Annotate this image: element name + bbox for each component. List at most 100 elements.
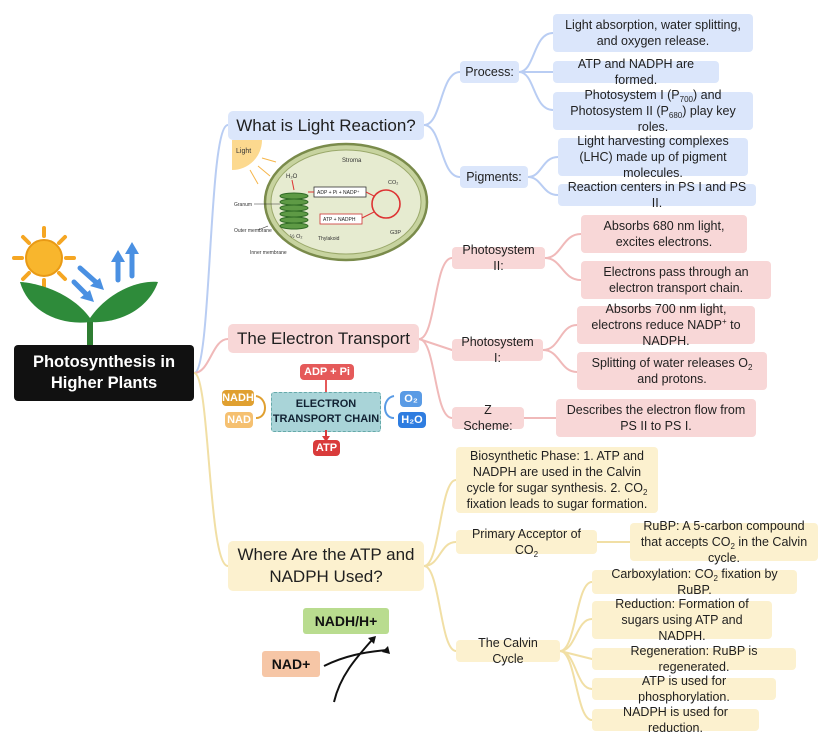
etc-line1: ELECTRON	[295, 398, 357, 410]
photosystem-ii-item-1-text: Absorbs 680 nm light, excites electrons.	[603, 219, 725, 249]
photosystem-i-label-text: Photosystem I:	[461, 335, 534, 365]
light-source-icon	[232, 140, 262, 170]
chloroplast-inner-label: Inner membrane	[250, 250, 287, 256]
calvin-cycle-label[interactable]: The Calvin Cycle	[456, 636, 560, 666]
reduction-item-text: Reduction: Formation of sugars using ATP…	[615, 597, 749, 643]
z-scheme-label-text: Z Scheme:	[463, 403, 513, 433]
process-item-1-text: Light absorption, water splitting, and o…	[565, 18, 741, 48]
calvin-cycle-icon	[371, 189, 401, 219]
biosynthetic-b: fixation leads to sugar formation.	[466, 497, 648, 511]
rubp-item[interactable]: RuBP: A 5-carbon compound that accepts C…	[630, 519, 818, 565]
branch-electron-transport-title: The Electron Transport	[237, 328, 410, 348]
etc-arrows-icon	[255, 380, 395, 442]
z-scheme-label[interactable]: Z Scheme:	[452, 403, 524, 433]
pigments-item-1[interactable]: Light harvesting complexes (LHC) made up…	[558, 134, 748, 180]
chloroplast-thylakoid-label: Thylakoid	[318, 236, 340, 242]
etc-nadh-pill: NADH	[222, 390, 254, 406]
pigments-item-2-text: Reaction centers in PS I and PS II.	[567, 180, 747, 210]
root-title-line1: Photosynthesis in	[32, 353, 176, 371]
root-title-line2: Higher Plants	[50, 374, 158, 392]
chloroplast-diagram: Light Stroma H₂O ADP + Pi + NADP⁺ ATP + …	[232, 140, 429, 262]
chloroplast-g3p-label: G3P	[390, 230, 401, 236]
ps1-item1-sup: +	[722, 316, 727, 326]
chloroplast-stroma-label: Stroma	[342, 158, 362, 164]
primary-acceptor-a: Primary Acceptor of CO	[471, 527, 582, 557]
ps1-item2-a: Splitting of water releases O	[591, 356, 748, 370]
photosystem-i-item-1[interactable]: Absorbs 700 nm light, electrons reduce N…	[577, 302, 755, 348]
sun-icon	[12, 226, 76, 290]
chloroplast-light-label: Light	[236, 148, 251, 155]
granum-stack-icon	[279, 192, 309, 230]
process-label[interactable]: Process:	[460, 61, 519, 83]
nad-plus-battery: NAD+	[262, 651, 320, 677]
chloroplast-atp-label: ATP + NADPH	[323, 217, 356, 223]
process-item-2-text: ATP and NADPH are formed.	[577, 57, 695, 87]
biosynthetic-a: Biosynthetic Phase: 1. ATP and NADPH are…	[466, 449, 644, 495]
rubp-a: RuBP: A 5-carbon compound that accepts C…	[640, 519, 805, 549]
nadph-reduction-item-text: NADPH is used for reduction.	[623, 705, 728, 735]
process-label-text: Process:	[465, 65, 514, 79]
branch-electron-transport[interactable]: The Electron Transport	[228, 324, 419, 353]
regeneration-item-text: Regeneration: RuBP is regenerated.	[630, 644, 758, 674]
photosystem-ii-item-2[interactable]: Electrons pass through an electron trans…	[581, 261, 771, 299]
calvin-cycle-label-text: The Calvin Cycle	[478, 636, 538, 666]
process-item-2[interactable]: ATP and NADPH are formed.	[553, 57, 719, 87]
photosystem-ii-item-2-text: Electrons pass through an electron trans…	[603, 265, 749, 295]
carboxylation-a: Carboxylation: CO	[611, 567, 714, 581]
photosystem-i-label[interactable]: Photosystem I:	[452, 335, 543, 365]
chloroplast-adp-label: ADP + Pi + NADP⁺	[317, 190, 360, 196]
rubp-b: in the Calvin cycle.	[708, 535, 808, 565]
etc-o2-pill: O₂	[400, 391, 422, 407]
carboxylation-item[interactable]: Carboxylation: CO2 fixation by RuBP.	[592, 567, 797, 597]
process-item-1[interactable]: Light absorption, water splitting, and o…	[553, 14, 753, 52]
pigments-label-text: Pigments:	[466, 170, 522, 184]
ps-item-line2b: ) play key roles.	[637, 104, 736, 134]
rubp-sub: 2	[730, 542, 735, 551]
phosphorylation-item-text: ATP is used for phosphorylation.	[638, 674, 730, 704]
etc-adp-pi-pill: ADP + Pi	[300, 364, 354, 380]
process-item-3[interactable]: Photosystem I (P700) and Photosystem II …	[553, 88, 753, 134]
nadh-h-battery: NADH/H+	[303, 608, 389, 634]
chloroplast-co2-label: CO₂	[388, 180, 398, 186]
photosystem-ii-label[interactable]: Photosystem II:	[452, 243, 545, 273]
chloroplast-o2-label: ½ O₂	[290, 233, 303, 240]
etc-nad-pill: NAD	[225, 412, 253, 428]
etc-atp-pill: ATP	[313, 440, 340, 456]
chloroplast-outer-label: Outer membrane	[234, 228, 272, 234]
photosystem-ii-item-1[interactable]: Absorbs 680 nm light, excites electrons.	[581, 215, 747, 253]
ps-item-line1a: Photosystem I (P	[584, 88, 680, 102]
ps1-item1-b: to NADPH.	[642, 318, 741, 348]
carboxylation-b: fixation by RuBP.	[677, 567, 778, 597]
photosystem-i-item-2[interactable]: Splitting of water releases O2 and proto…	[577, 352, 767, 390]
carboxylation-sub: 2	[713, 574, 718, 583]
branch-atp-nadph[interactable]: Where Are the ATP and NADPH Used?	[228, 541, 424, 591]
biosynthetic-sub: 2	[643, 488, 648, 497]
photosystem-ii-label-text: Photosystem II:	[462, 243, 535, 273]
nadph-reduction-item[interactable]: NADPH is used for reduction.	[592, 705, 759, 735]
pigments-item-2[interactable]: Reaction centers in PS I and PS II.	[558, 180, 756, 210]
chloroplast-h2o-label: H₂O	[286, 174, 298, 180]
phosphorylation-item[interactable]: ATP is used for phosphorylation.	[592, 674, 776, 704]
ps-item-line1b: ) and	[693, 88, 722, 102]
z-scheme-item[interactable]: Describes the electron flow from PS II t…	[556, 399, 756, 437]
primary-acceptor-label[interactable]: Primary Acceptor of CO2	[456, 527, 597, 559]
branch-atp-nadph-title: Where Are the ATP and NADPH Used?	[237, 545, 415, 586]
plant-sun-illustration	[12, 226, 158, 352]
z-scheme-item-text: Describes the electron flow from PS II t…	[566, 403, 746, 433]
branch-light-reaction[interactable]: What is Light Reaction?	[228, 111, 424, 140]
ps1-item2-b: and protons.	[637, 372, 707, 386]
ps1-item1-a: Absorbs 700 nm light, electrons reduce N…	[591, 302, 727, 332]
branch-light-reaction-title: What is Light Reaction?	[236, 115, 416, 135]
ps-item-sub2: 680	[668, 111, 683, 120]
biosynthetic-phase[interactable]: Biosynthetic Phase: 1. ATP and NADPH are…	[456, 447, 658, 513]
ps-item-sub1: 700	[679, 95, 694, 104]
reduction-item[interactable]: Reduction: Formation of sugars using ATP…	[592, 597, 772, 643]
root-node[interactable]: Photosynthesis in Higher Plants	[14, 345, 194, 401]
pigments-label[interactable]: Pigments:	[460, 166, 528, 188]
ps1-item2-sub: 2	[747, 363, 753, 372]
pigments-item-1-text: Light harvesting complexes (LHC) made up…	[577, 134, 729, 180]
ps-item-line2a: Photosystem II (P	[570, 104, 669, 118]
etc-h2o-pill: H₂O	[398, 412, 426, 428]
regeneration-item[interactable]: Regeneration: RuBP is regenerated.	[592, 644, 796, 674]
